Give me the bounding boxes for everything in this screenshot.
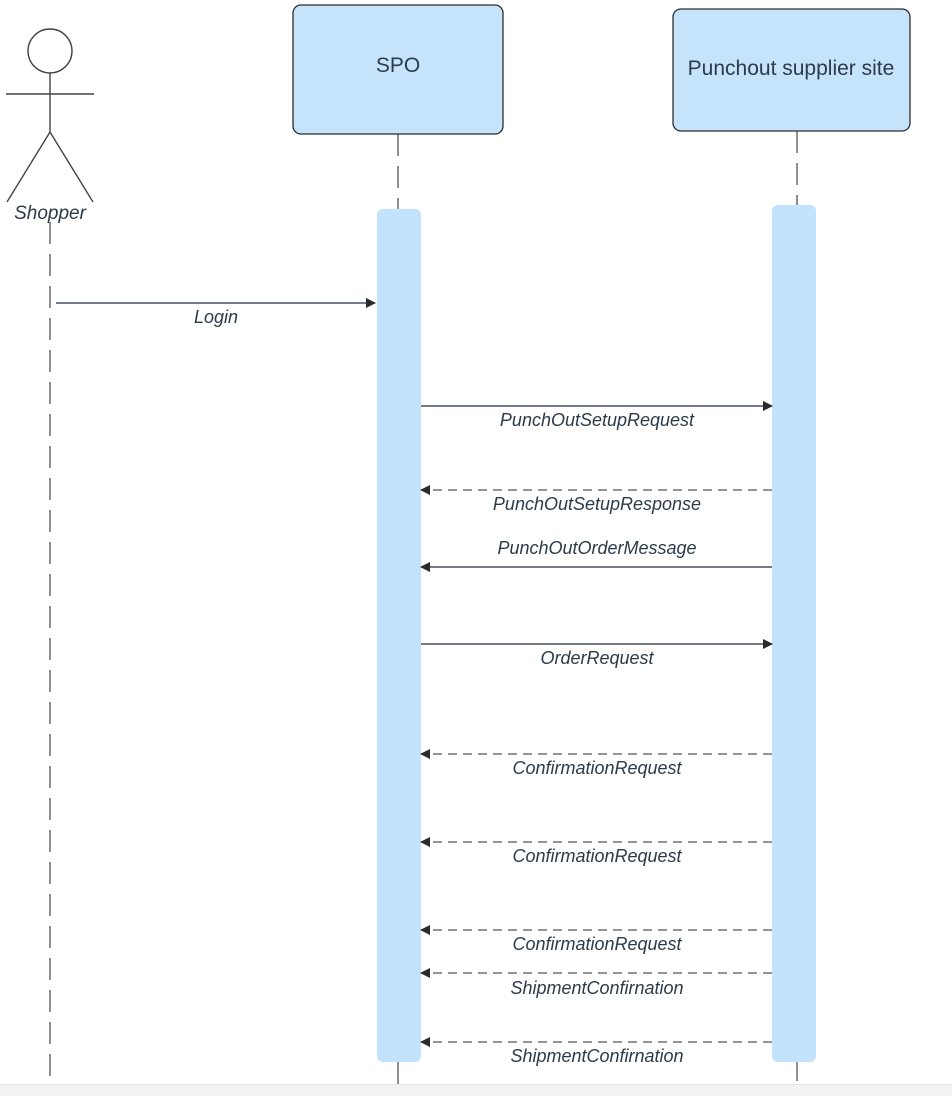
message-label: ConfirmationRequest: [512, 758, 682, 778]
message-label: ShipmentConfirnation: [510, 978, 683, 998]
message-label: OrderRequest: [540, 648, 654, 668]
participant-box-supplier: [672, 8, 911, 132]
messages: LoginPunchOutSetupRequestPunchOutSetupRe…: [56, 298, 773, 1066]
message-label: PunchOutSetupResponse: [493, 494, 701, 514]
participant-supplier: Punchout supplier site: [672, 8, 911, 132]
message-label: PunchOutSetupRequest: [500, 410, 695, 430]
message-label: Login: [194, 307, 238, 327]
actor-label: Shopper: [14, 203, 87, 224]
participant-label-supplier: Punchout supplier site: [688, 57, 895, 80]
message-label: ShipmentConfirnation: [510, 1046, 683, 1066]
participant-spo: SPO: [292, 4, 504, 135]
stick-figure-icon: [6, 28, 94, 203]
message-label: ConfirmationRequest: [512, 934, 682, 954]
activation-bar-spo: [377, 209, 421, 1062]
message-label: ConfirmationRequest: [512, 846, 682, 866]
participant-label-spo: SPO: [376, 54, 420, 77]
message-label: PunchOutOrderMessage: [497, 538, 696, 558]
bottom-scroll-strip: [0, 1084, 952, 1096]
activation-bar-supplier: [772, 205, 816, 1062]
participant-box-spo: [292, 4, 504, 135]
